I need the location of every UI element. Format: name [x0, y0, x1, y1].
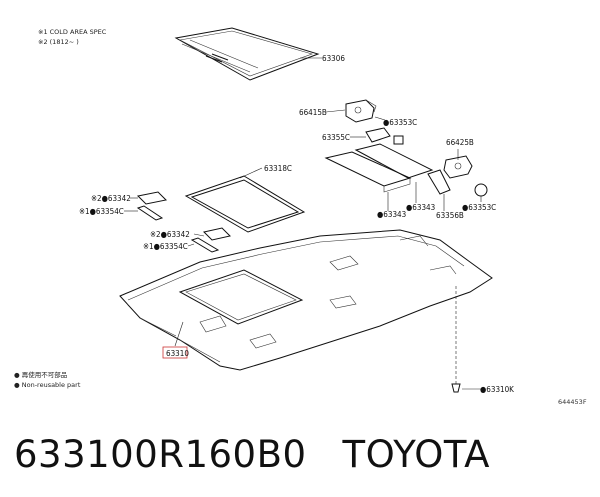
part-63342-pad-a[interactable]: [136, 191, 168, 205]
part-63354C-strip-b[interactable]: [190, 237, 220, 253]
part-63356B[interactable]: [427, 169, 451, 195]
label-66425B: 66425B: [446, 138, 474, 147]
part-63318C-seal[interactable]: [184, 175, 306, 233]
label-63342-b: ※2●63342: [150, 230, 190, 239]
part-63343-strip[interactable]: [324, 143, 434, 193]
parts-diagram: ※1 COLD AREA SPEC ※2 (1812~ ) 63306 6641…: [14, 27, 587, 406]
label-63318C: 63318C: [264, 164, 292, 173]
label-63356B: 63356B: [436, 211, 464, 220]
label-63354C-a: ※1●63354C: [79, 207, 124, 216]
part-63342-pad-b[interactable]: [203, 227, 231, 241]
part-63353C-clip[interactable]: [393, 135, 404, 145]
part-66425B-bracket[interactable]: [443, 155, 473, 179]
label-63343-a: ●63343: [377, 210, 406, 219]
highlight-63310: [162, 346, 188, 359]
legend-non-reusable-jp: ● 再使用不可部品: [14, 370, 67, 379]
label-63355C: 63355C: [322, 133, 350, 142]
part-63306-sunshade[interactable]: [174, 27, 320, 81]
label-63342-a: ※2●63342: [91, 194, 131, 203]
footer-caption: 633100R160B0 TOYOTA: [14, 433, 490, 476]
label-63354C-b: ※1●63354C: [143, 242, 188, 251]
part-63355C[interactable]: [365, 127, 391, 143]
brand-name: TOYOTA: [342, 433, 490, 476]
label-63310: 63310: [166, 349, 189, 358]
legend-non-reusable-en: ● Non-reusable part: [14, 381, 81, 389]
part-63353C-knob[interactable]: [474, 183, 488, 202]
label-63306: 63306: [322, 54, 345, 63]
label-63310K: ●63310K: [480, 385, 514, 394]
reference-code: 644453F: [558, 398, 587, 406]
note-cold-area: ※1 COLD AREA SPEC: [38, 28, 107, 36]
label-63353C-top: ●63353C: [383, 118, 417, 127]
label-63343-b: ●63343: [406, 203, 435, 212]
part-66415B-bracket[interactable]: [345, 99, 377, 123]
part-63310-headliner[interactable]: [119, 229, 493, 371]
note-date-range: ※2 (1812~ ): [38, 38, 79, 46]
part-63354C-strip-a[interactable]: [136, 205, 164, 221]
part-63310K-clip[interactable]: [451, 383, 461, 393]
label-66415B: 66415B: [299, 108, 327, 117]
label-63353C-bottom: ●63353C: [462, 203, 496, 212]
part-number: 633100R160B0: [14, 433, 307, 476]
